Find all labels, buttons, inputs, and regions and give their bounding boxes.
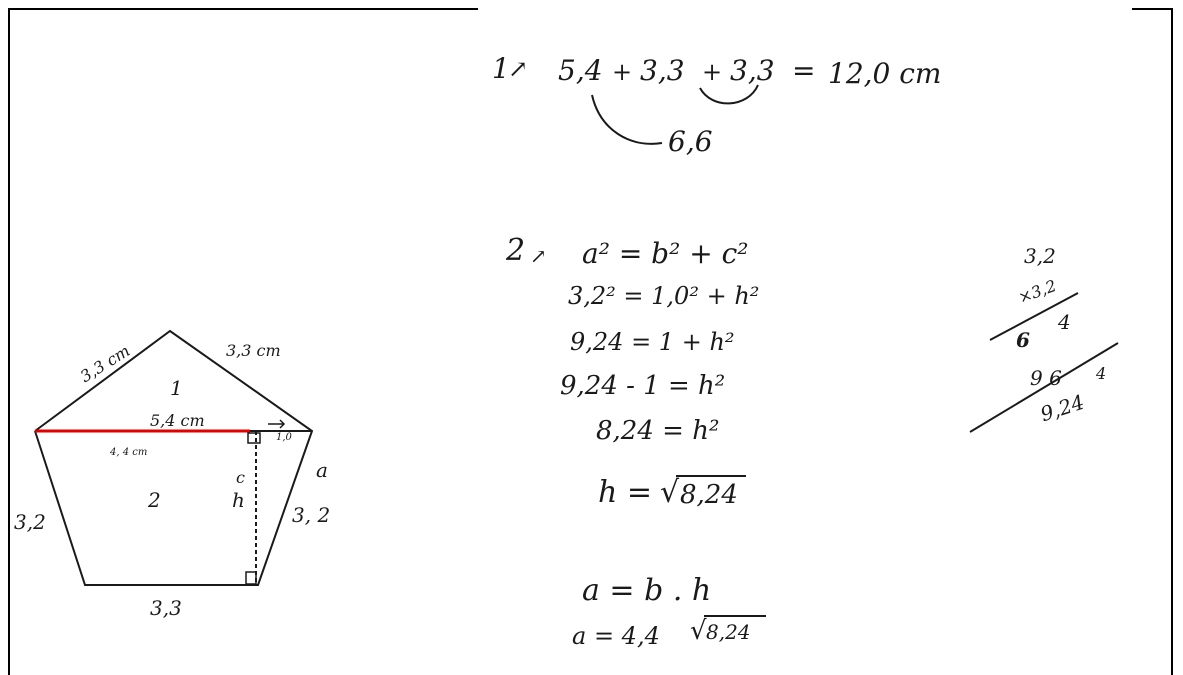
label-region-2: 2 [148,488,161,512]
step2-line-5: 8,24 = h² [596,416,720,446]
label-right-side: 3, 2 [292,503,331,527]
step2-h-radicand: 8,24 [680,480,738,510]
step2-h-lhs: h = [598,475,652,510]
frame-top-border-right [1132,8,1173,10]
sqrt-icon: √ [660,475,680,510]
mult-carry-1: 4 [1058,310,1071,334]
step1-term-a: 5,4 [558,54,603,87]
label-a: a [316,458,328,482]
step1-plus-2: + [702,58,723,86]
label-h: h [232,488,245,512]
bracket-curve-right [699,84,759,105]
label-bottom-side: 3,3 [150,596,182,620]
step1-grouped-sum: 6,6 [668,125,713,158]
label-top-right-side: 3,3 cm [226,341,281,360]
step1-plus-1: + [612,58,633,86]
mult-partial-2: 9 6 [1030,366,1062,390]
label-inner-length: 4, 4 cm [110,447,148,458]
label-c: c [236,468,245,487]
label-region-1: 1 [170,376,183,400]
right-angle-mark-bottom [245,571,257,585]
step2-line-3: 9,24 = 1 + h² [570,328,735,356]
mult-top: 3,2 [1024,244,1056,268]
step2-area-radicand: 8,24 [706,620,751,644]
step2-line-2: 3,2² = 1,0² + h² [568,282,760,310]
mult-product: 9,24 [1037,389,1088,427]
step2-number: 2 [506,233,526,268]
mult-partial-1: 6 [1016,328,1030,352]
step1-result: 12,0 cm [828,57,942,90]
step1-marker-icon: ↗ [508,55,529,83]
label-left-side: 3,2 [14,510,46,534]
sqrt-bar-2 [704,615,766,617]
step2-area-formula: a = b . h [582,573,712,608]
frame-left-border [8,8,10,675]
mult-carry-2: 4 [1096,364,1107,383]
frame-top-border-left [8,8,478,10]
label-diagonal: 5,4 cm [150,411,205,430]
mult-times: ×3,2 [1015,275,1059,308]
sqrt-bar [676,475,746,477]
step1-term-b: 3,3 [640,54,685,87]
step2-line-1: a² = b² + c² [582,237,749,270]
sqrt-icon-2: √ [690,616,707,646]
label-top-left-side: 3,3 cm [76,341,134,387]
step2-line-4: 9,24 - 1 = h² [560,371,726,401]
step2-marker-icon: ↗ [530,244,547,268]
step1-term-c: 3,3 [730,54,775,87]
frame-right-border [1171,8,1173,675]
label-small-segment: 1,0 [276,432,292,443]
bracket-curve-left [591,94,663,145]
step1-equals: = [792,54,816,87]
small-arrow-mark [268,419,286,429]
step1-number: 1 [492,52,510,85]
right-angle-mark-top [247,432,261,444]
step2-area-lhs: a = 4,4 [572,622,660,650]
